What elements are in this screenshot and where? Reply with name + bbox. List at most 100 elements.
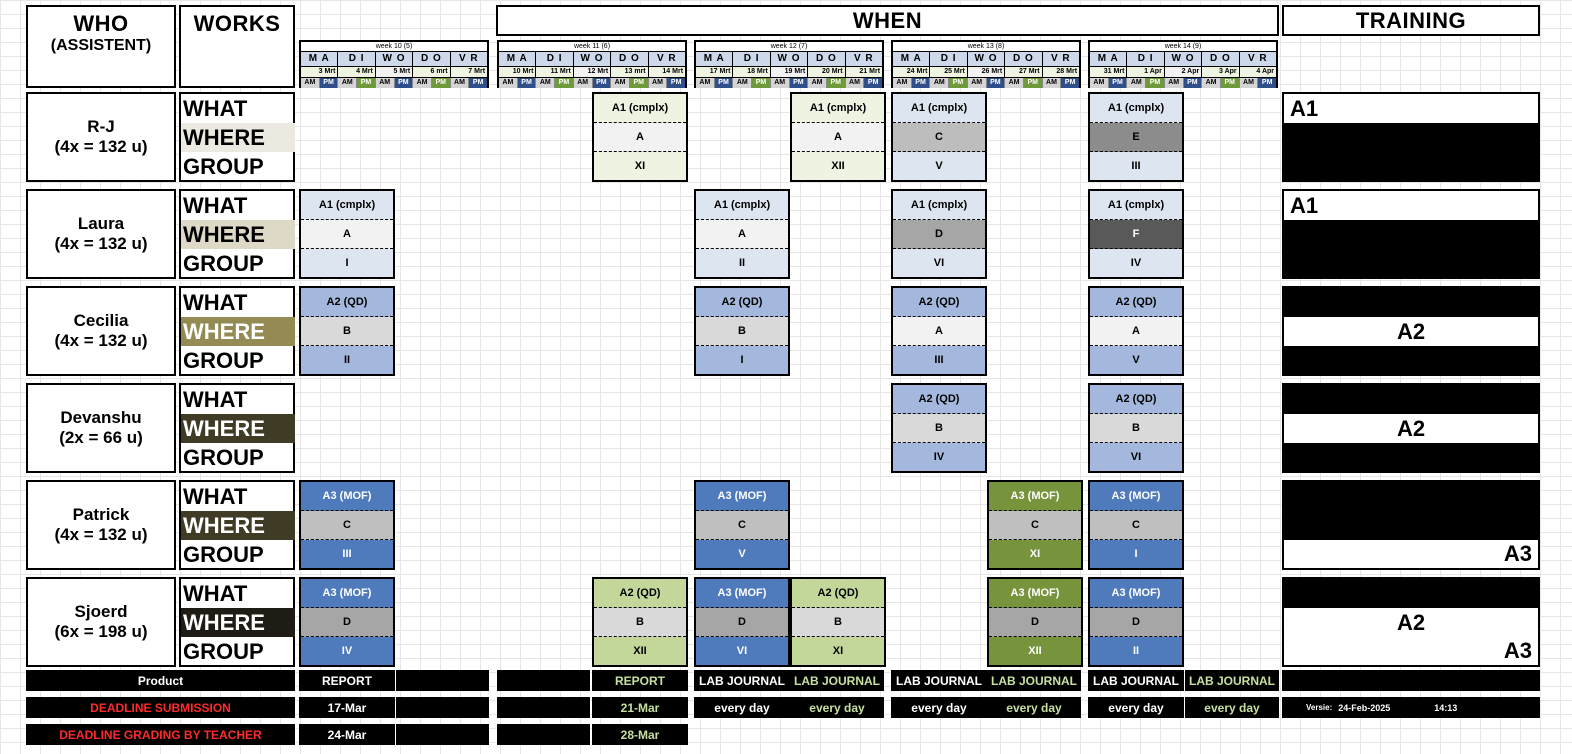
assignment-where: C (301, 511, 393, 540)
training-cell: A1 (1282, 189, 1540, 279)
pm-label: PM (592, 78, 612, 88)
date-label: 1 Apr (1127, 67, 1165, 78)
assignment-where: C (696, 511, 788, 540)
where-label: WHERE (181, 317, 295, 346)
assignment-what: A2 (QD) (893, 385, 985, 414)
submission-cell: every day (790, 697, 884, 718)
pm-label: PM (555, 78, 574, 88)
assignment-what: A1 (cmplx) (696, 191, 788, 220)
training-level: A1 (1284, 191, 1538, 220)
assignment-group: XII (989, 637, 1081, 665)
date-label: 31 Mrt (1090, 67, 1128, 78)
training-level (1284, 346, 1538, 374)
training-footer-bar (1282, 670, 1540, 691)
week-title: week 10 (5) (301, 42, 487, 52)
am-label: AM (845, 78, 865, 88)
pm-label: PM (1220, 78, 1240, 88)
version-time: 14:13 (1434, 702, 1458, 713)
pm-label: PM (629, 78, 649, 88)
pm-label: PM (394, 78, 414, 88)
product-cell: LAB JOURNAL (694, 670, 790, 691)
assignment-what: A1 (cmplx) (893, 191, 985, 220)
date-label: 21 Mrt (845, 67, 883, 78)
date-label: 28 Mrt (1042, 67, 1080, 78)
weekday-label: V R (845, 52, 883, 67)
training-cell: A2 (1282, 286, 1540, 376)
who-header-title: WHO (73, 11, 129, 36)
weekday-label: M A (893, 52, 931, 67)
assignment-where: B (696, 317, 788, 346)
date-label: 11 Mrt (536, 67, 574, 78)
product-cell: LAB JOURNAL (891, 670, 987, 691)
date-label: 17 Mrt (696, 67, 734, 78)
where-label: WHERE (181, 220, 295, 249)
where-label: WHERE (181, 123, 295, 152)
am-label: AM (696, 78, 715, 88)
week-title: week 11 (6) (499, 42, 685, 52)
training-level: A3 (1284, 637, 1538, 665)
pm-label: PM (517, 78, 537, 88)
weekday-label: D I (930, 52, 968, 67)
pm-label: PM (667, 78, 686, 88)
assistant-units: (4x = 132 u) (54, 234, 148, 253)
assignment-what: A2 (QD) (1090, 385, 1182, 414)
grading-cell (497, 724, 590, 745)
pm-label: PM (357, 78, 376, 88)
training-level (1284, 385, 1538, 414)
assistant-units: (4x = 132 u) (54, 525, 148, 544)
submission-cell: every day (891, 697, 987, 718)
assignment-where: D (989, 608, 1081, 637)
what-label: WHAT (183, 289, 248, 315)
where-label: WHERE (181, 511, 295, 540)
training-cell: A3 (1282, 480, 1540, 570)
assignment-what: A2 (QD) (594, 579, 686, 608)
pm-label: PM (1146, 78, 1165, 88)
assistant-name: Sjoerd (74, 602, 128, 621)
what-label: WHAT (183, 386, 248, 412)
works-header-title: WORKS (193, 11, 281, 36)
date-label: 5 Mrt (375, 67, 414, 78)
date-label: 26 Mrt (967, 67, 1006, 78)
what-label: WHAT (183, 483, 248, 509)
assignment-what: A1 (cmplx) (893, 94, 985, 123)
assignment-where: A (696, 220, 788, 249)
pm-label: PM (1061, 78, 1080, 88)
date-label: 4 Apr (1239, 67, 1277, 78)
assignment-where: F (1090, 220, 1182, 249)
product-cell: LAB JOURNAL (1185, 670, 1279, 691)
am-label: AM (499, 78, 518, 88)
assignment-where: C (989, 511, 1081, 540)
